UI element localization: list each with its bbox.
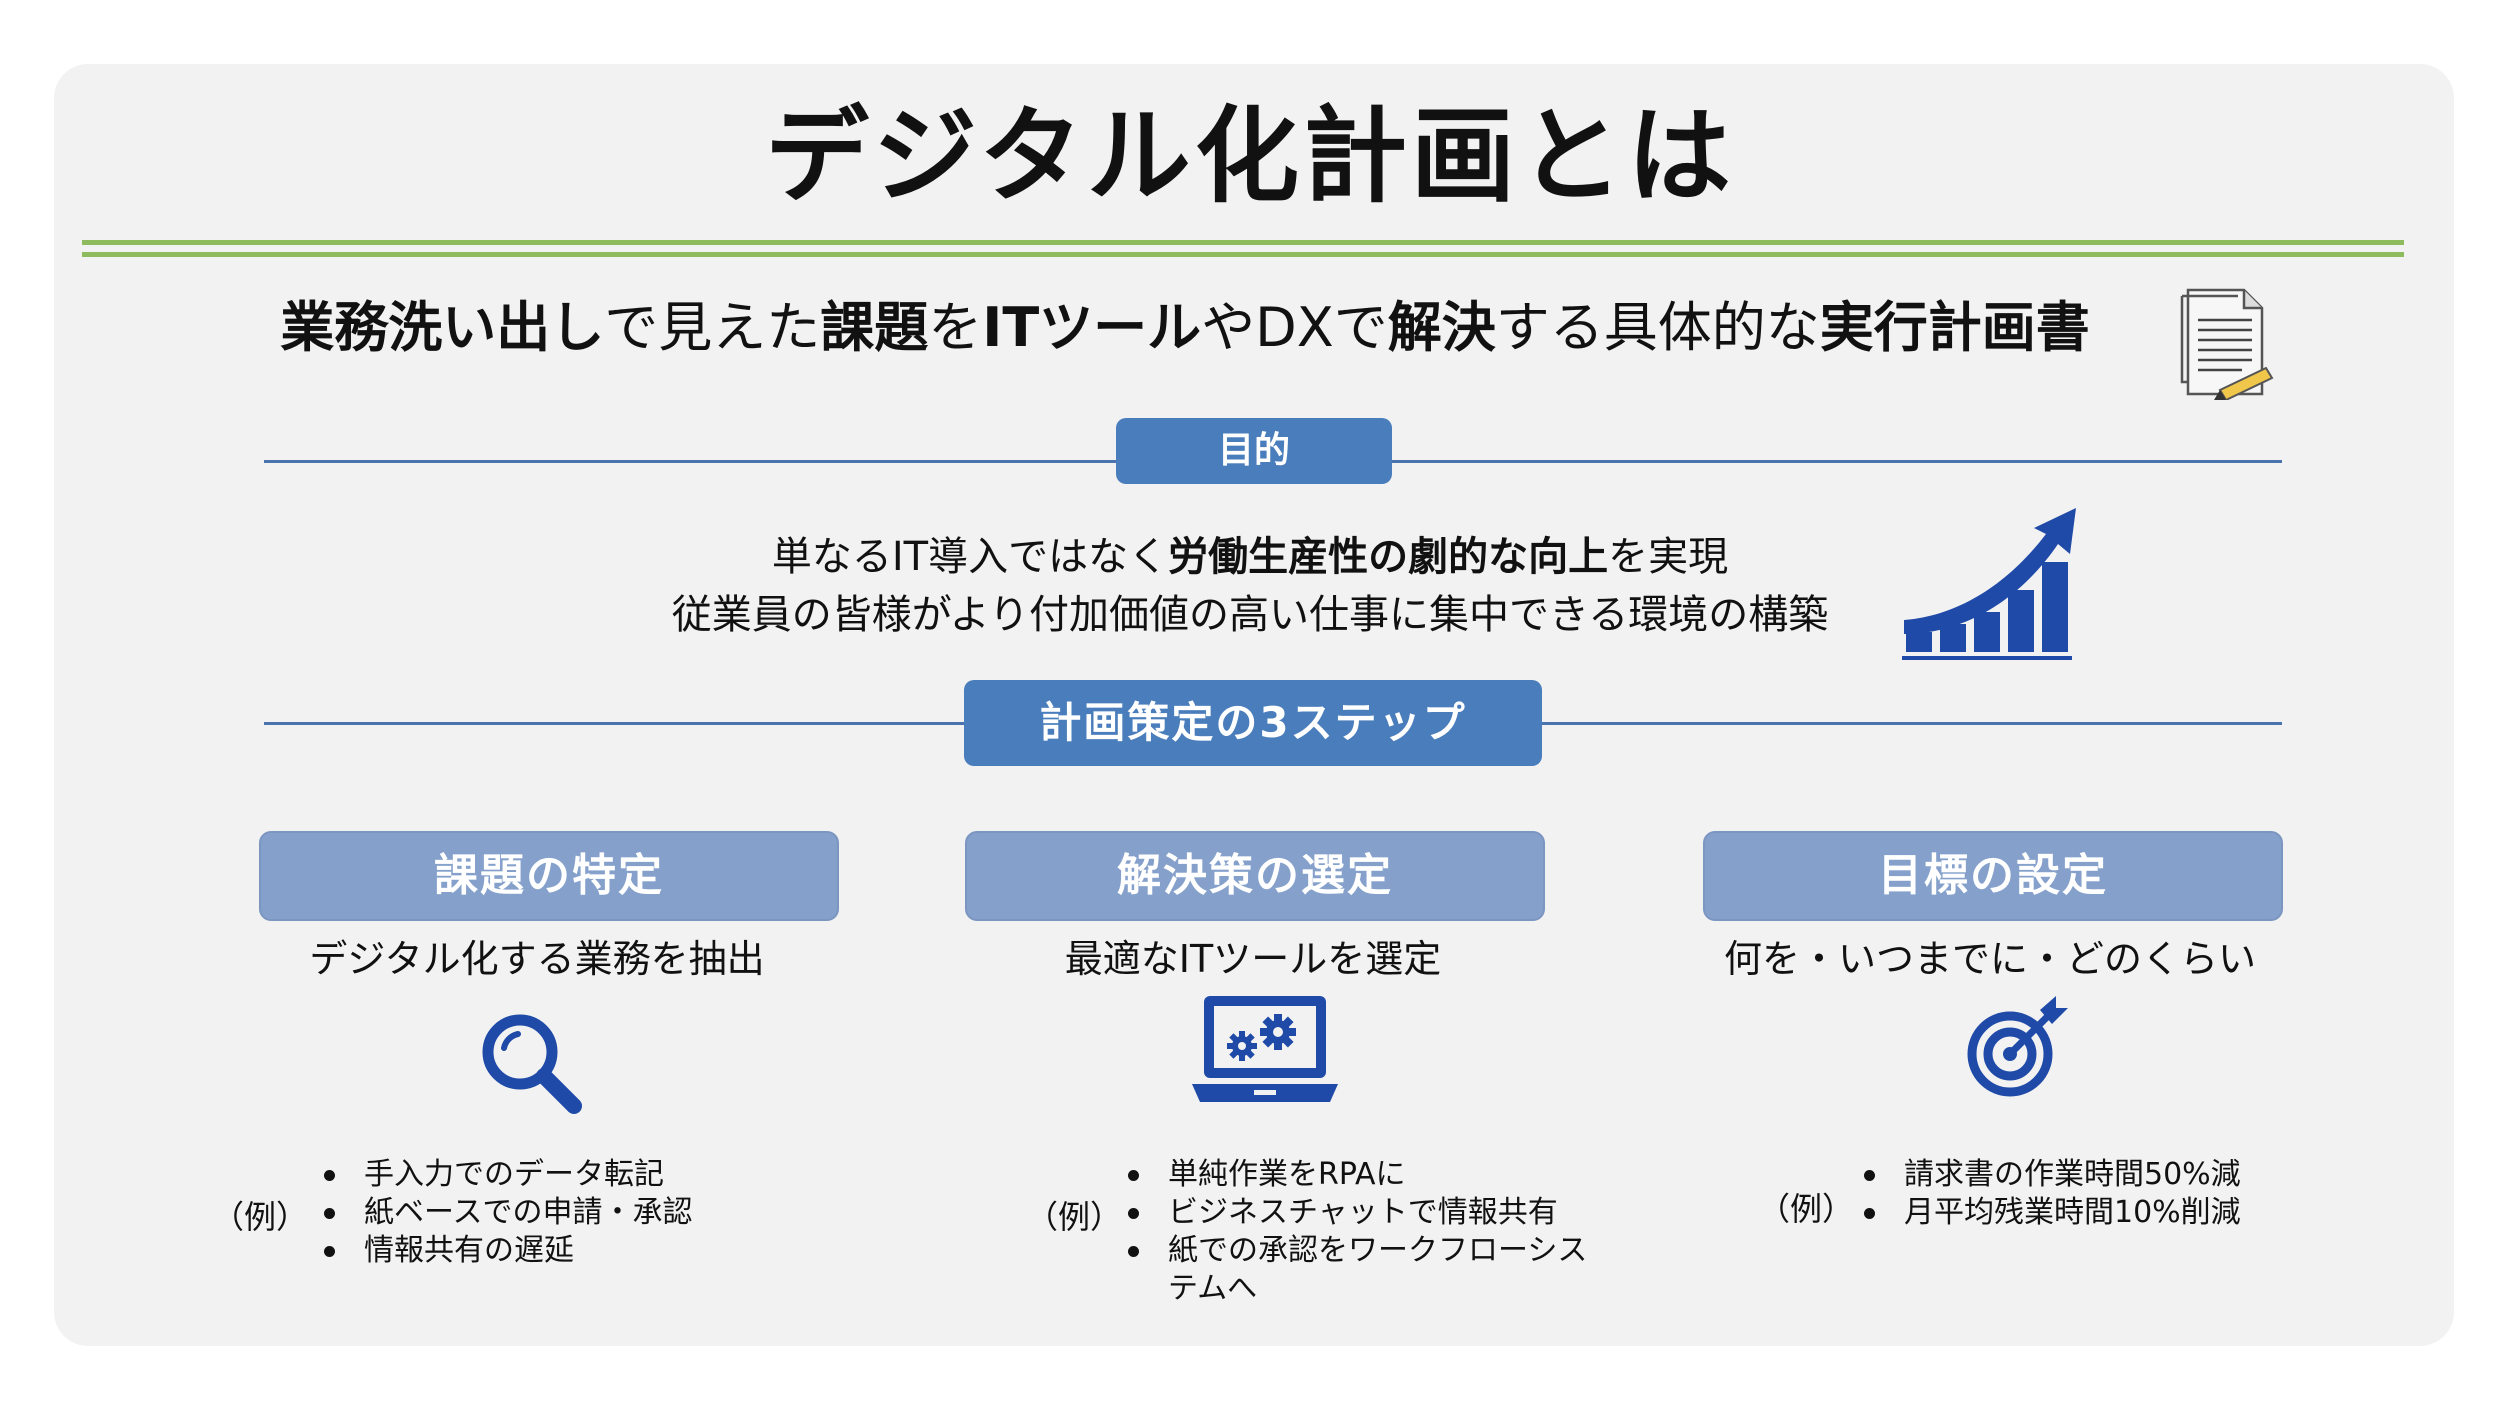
example-tag-goal: （例）	[1758, 1190, 1855, 1228]
examples-solution: 単純作業をRPAに ビジネスチャットで情報共有 紙での承認をワークフローシス テ…	[1124, 1156, 1594, 1308]
step-desc-issues: デジタル化する業務を抽出	[309, 937, 765, 981]
subtitle-seg: や	[1201, 296, 1256, 359]
purpose-seg: 単なるIT導入ではなく	[771, 534, 1169, 580]
step-desc-solution: 最適なITツールを選定	[1064, 937, 1442, 981]
purpose-line-left	[264, 460, 1284, 463]
steps-line-left	[264, 722, 964, 725]
list-item: ビジネスチャットで情報共有	[1124, 1194, 1594, 1232]
list-item: 紙ベースでの申請・承認	[320, 1194, 760, 1232]
subtitle-seg: DX	[1255, 296, 1334, 359]
steps-label: 計画策定の3ステップ	[964, 680, 1542, 766]
growth-chart-icon	[1902, 508, 2076, 660]
step-title-solution: 解決策の選定	[965, 831, 1545, 921]
example-tag-solution: （例）	[1026, 1198, 1123, 1236]
subtitle-seg: 課題	[820, 296, 929, 359]
subtitle-seg: で見えた	[604, 296, 821, 359]
document-icon	[2180, 288, 2274, 400]
step-desc-goal: 何を・いつまでに・どのくらい	[1723, 937, 2256, 981]
examples-goal: 請求書の作業時間50%減 月平均残業時間10%削減	[1860, 1156, 2330, 1232]
list-item: 情報共有の遅延	[320, 1232, 760, 1270]
magnifier-icon	[482, 1014, 582, 1114]
subtitle-seg: 実行計画書	[1819, 296, 2090, 359]
examples-issues: 手入力でのデータ転記 紙ベースでの申請・承認 情報共有の遅延	[320, 1156, 760, 1270]
step-title-goal: 目標の設定	[1703, 831, 2283, 921]
purpose-line-right	[1392, 460, 2282, 463]
purpose-line-2: 従業員の皆様がより付加価値の高い仕事に集中できる環境の構築	[671, 592, 1829, 638]
example-tag-issues: （例）	[212, 1198, 309, 1236]
title-rule-top	[82, 240, 2404, 245]
subtitle-seg: 解決	[1387, 296, 1496, 359]
subtitle-seg: ITツール	[982, 296, 1202, 359]
list-item: 紙での承認をワークフローシス テムへ	[1124, 1232, 1594, 1308]
steps-line-right	[1542, 722, 2282, 725]
subtitle: 業務洗い出しで見えた課題をITツールやDXで解決する具体的な実行計画書	[0, 296, 2500, 361]
list-item: 単純作業をRPAに	[1124, 1156, 1594, 1194]
list-item: 手入力でのデータ転記	[320, 1156, 760, 1194]
step-title-issues: 課題の特定	[259, 831, 839, 921]
purpose-seg: を実現	[1608, 534, 1729, 580]
subtitle-seg: 業務洗い出し	[280, 296, 605, 359]
purpose-seg: 労働生産性の劇的な向上	[1168, 534, 1609, 580]
subtitle-seg: で	[1333, 296, 1388, 359]
title-rule-bottom	[82, 252, 2404, 257]
page-title: デジタル化計画とは	[765, 95, 1735, 217]
list-item: 請求書の作業時間50%減	[1860, 1156, 2330, 1194]
list-item: 月平均残業時間10%削減	[1860, 1194, 2330, 1232]
subtitle-seg: する具体的な	[1495, 296, 1820, 359]
subtitle-seg: を	[928, 296, 983, 359]
target-icon	[1967, 996, 2068, 1097]
purpose-line-1: 単なるIT導入ではなく労働生産性の劇的な向上を実現	[0, 524, 2500, 582]
laptop-gears-icon	[1192, 996, 1338, 1102]
purpose-label: 目的	[1116, 418, 1392, 484]
